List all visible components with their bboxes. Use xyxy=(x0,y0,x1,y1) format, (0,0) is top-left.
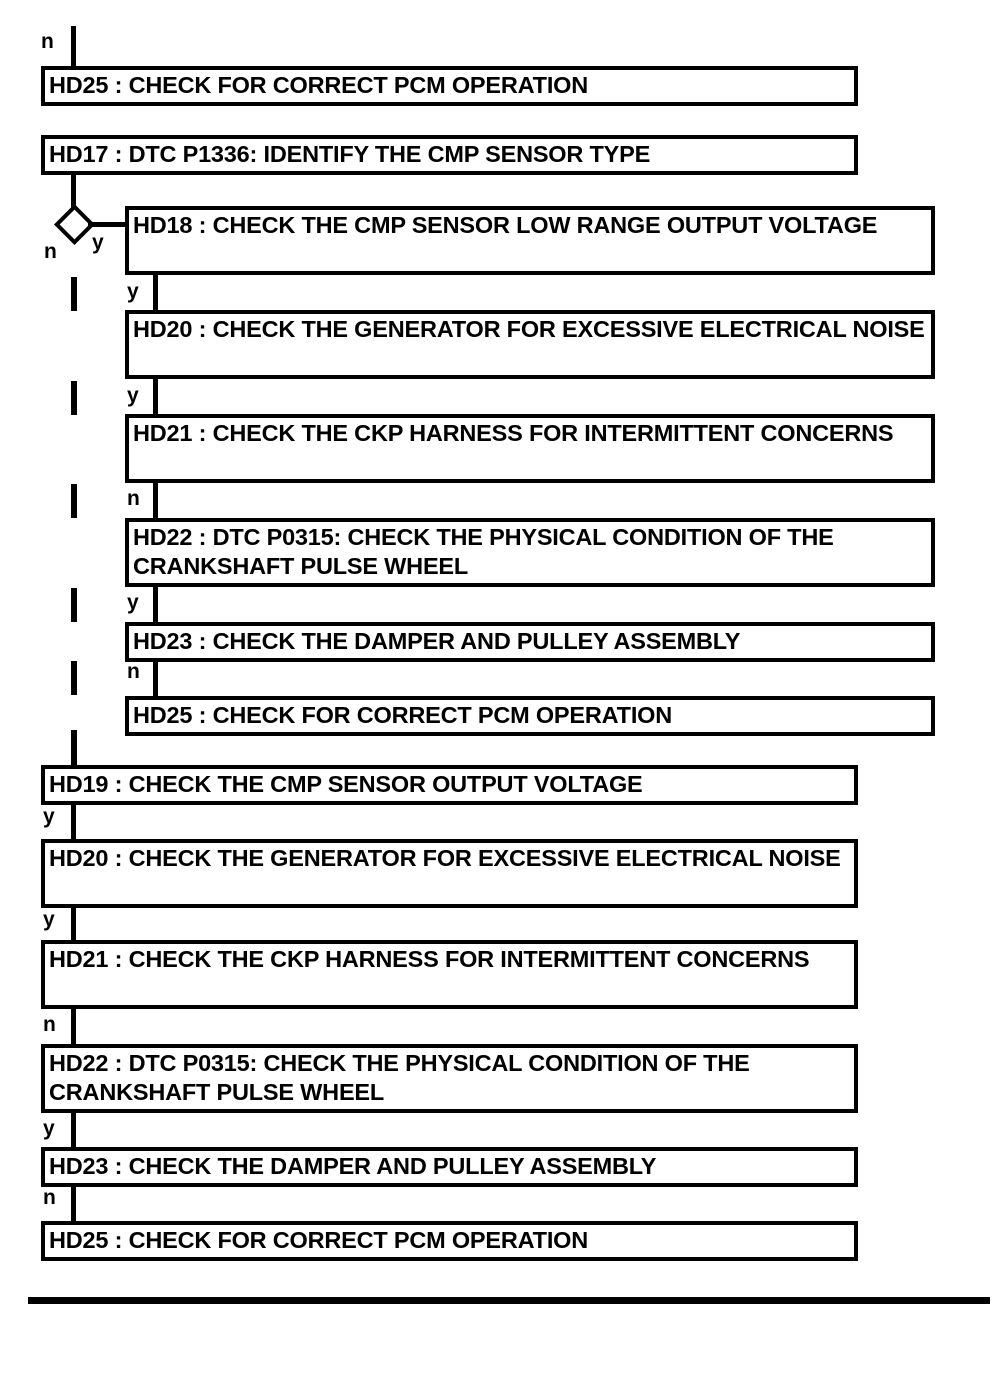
edge-label-decision-n: n xyxy=(44,240,57,263)
edge-label-hd19-hd20-b: y xyxy=(43,805,55,828)
connector-hd22-to-hd23-a xyxy=(153,587,158,623)
edge-label-hd18-hd20: y xyxy=(127,280,139,303)
node-hd25-top[interactable]: HD25 : CHECK FOR CORRECT PCM OPERATION xyxy=(41,66,858,106)
node-hd25-branch-b[interactable]: HD25 : CHECK FOR CORRECT PCM OPERATION xyxy=(41,1221,858,1261)
connector-hd23-to-hd25-b xyxy=(71,1187,76,1222)
connector-no-trunk-segment-6 xyxy=(71,730,77,768)
edge-label-hd21-hd22-a: n xyxy=(127,487,140,510)
edge-label-hd23-hd25-b: n xyxy=(43,1186,56,1209)
node-hd19[interactable]: HD19 : CHECK THE CMP SENSOR OUTPUT VOLTA… xyxy=(41,765,858,805)
connector-hd18-to-hd20 xyxy=(153,275,158,311)
node-hd17[interactable]: HD17 : DTC P1336: IDENTIFY THE CMP SENSO… xyxy=(41,135,858,175)
node-hd20-branch-a[interactable]: HD20 : CHECK THE GENERATOR FOR EXCESSIVE… xyxy=(125,310,935,379)
edge-label-hd20-hd21-a: y xyxy=(127,384,139,407)
connector-hd19-to-hd20-b xyxy=(71,805,76,840)
node-hd21-branch-a[interactable]: HD21 : CHECK THE CKP HARNESS FOR INTERMI… xyxy=(125,414,935,483)
node-hd25-branch-a[interactable]: HD25 : CHECK FOR CORRECT PCM OPERATION xyxy=(125,696,935,736)
edge-label-hd22-hd23-a: y xyxy=(127,591,139,614)
connector-decision-yes-to-hd18 xyxy=(88,222,128,227)
node-hd23-branch-a[interactable]: HD23 : CHECK THE DAMPER AND PULLEY ASSEM… xyxy=(125,622,935,662)
connector-hd22-to-hd23-b xyxy=(71,1113,76,1148)
connector-no-trunk-segment-3 xyxy=(71,484,77,518)
node-hd20-branch-b[interactable]: HD20 : CHECK THE GENERATOR FOR EXCESSIVE… xyxy=(41,839,858,908)
connector-hd20-to-hd21-a xyxy=(153,379,158,415)
connector-entry-stem xyxy=(71,26,76,67)
edge-label-decision-y: y xyxy=(92,231,104,254)
edge-label-hd23-hd25-a: n xyxy=(127,660,140,683)
connector-hd21-to-hd22-a xyxy=(153,483,158,519)
node-hd18[interactable]: HD18 : CHECK THE CMP SENSOR LOW RANGE OU… xyxy=(125,206,935,275)
node-hd21-branch-b[interactable]: HD21 : CHECK THE CKP HARNESS FOR INTERMI… xyxy=(41,940,858,1009)
footer-rule xyxy=(28,1297,990,1304)
connector-no-trunk-segment-4 xyxy=(71,588,77,622)
node-hd22-branch-b[interactable]: HD22 : DTC P0315: CHECK THE PHYSICAL CON… xyxy=(41,1044,858,1113)
edge-label-hd20-hd21-b: y xyxy=(43,908,55,931)
edge-label-hd21-hd22-b: n xyxy=(43,1013,56,1036)
connector-hd20-to-hd21-b xyxy=(71,908,76,943)
node-hd23-branch-b[interactable]: HD23 : CHECK THE DAMPER AND PULLEY ASSEM… xyxy=(41,1147,858,1187)
connector-no-trunk-segment-5 xyxy=(71,661,77,695)
connector-hd17-to-decision xyxy=(71,175,76,210)
connector-no-trunk-segment-1 xyxy=(71,277,77,311)
edge-label-entry-n: n xyxy=(41,30,54,53)
edge-label-hd22-hd23-b: y xyxy=(43,1117,55,1140)
connector-hd21-to-hd22-b xyxy=(71,1009,76,1044)
connector-no-trunk-segment-2 xyxy=(71,381,77,415)
node-hd22-branch-a[interactable]: HD22 : DTC P0315: CHECK THE PHYSICAL CON… xyxy=(125,518,935,587)
connector-hd23-to-hd25-a xyxy=(153,662,158,697)
